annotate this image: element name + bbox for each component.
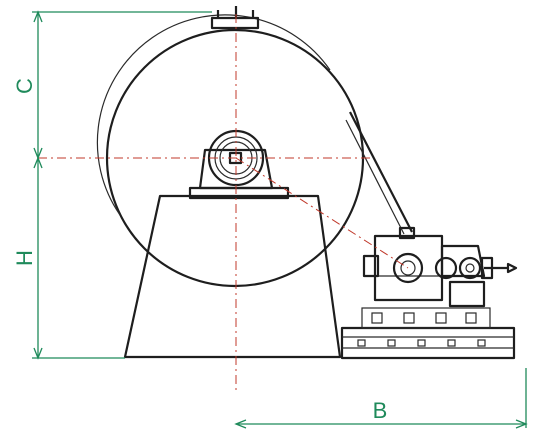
gear-base-frame [340, 307, 516, 360]
drum-top-clamp [210, 6, 260, 30]
bearing-housing [188, 129, 290, 200]
dimension-label-h: H [12, 250, 37, 266]
pedestal-base [123, 194, 342, 359]
dimension-h [32, 156, 125, 360]
drive-rope [349, 111, 413, 233]
drum-inner-edge [96, 14, 331, 216]
dimension-label-c: C [12, 78, 37, 94]
dimension-c [32, 10, 212, 160]
dimension-label-b: B [373, 398, 388, 423]
dimension-b [234, 368, 528, 429]
gearbox [362, 226, 518, 308]
diagonal-centerline [235, 157, 409, 269]
